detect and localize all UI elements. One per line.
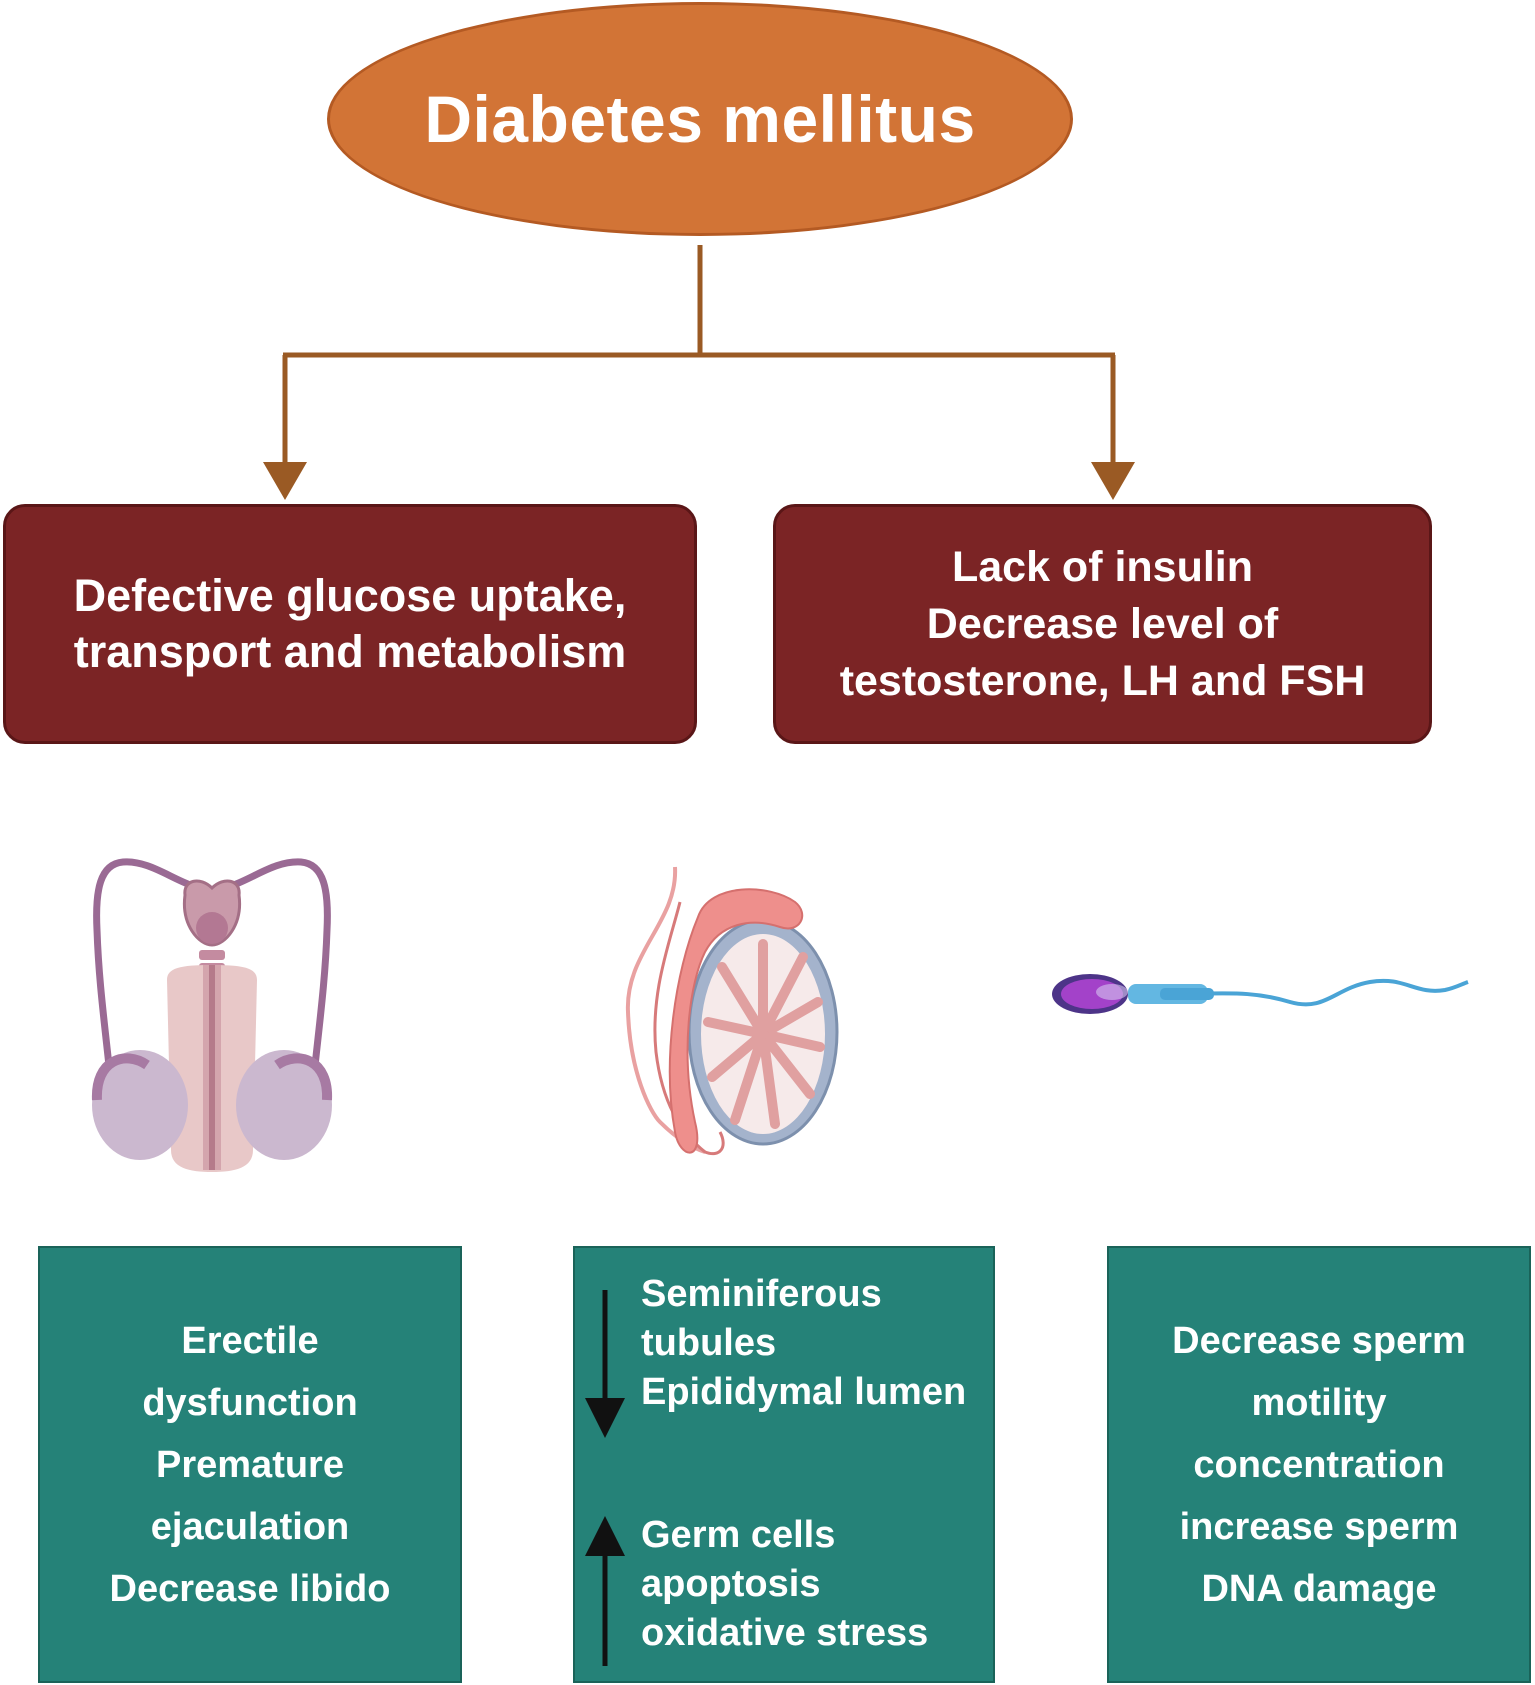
decrease-group: Seminiferous tubules Epididymal lumen [641, 1270, 966, 1417]
decrease-line-2: tubules [641, 1322, 777, 1364]
effect-3-line-5: DNA damage [1201, 1567, 1437, 1610]
effect-1-line-3: Premature [156, 1443, 344, 1486]
cause-left-line-2: transport and metabolism [73, 626, 627, 677]
sperm-cell-icon [1052, 974, 1469, 1014]
effect-1-line-4: ejaculation [150, 1505, 350, 1548]
effect-1-line-5: Decrease libido [109, 1567, 391, 1610]
cause-right-line-1: Lack of insulin [951, 542, 1254, 591]
cause-box-glucose: Defective glucose uptake, transport and … [3, 504, 697, 744]
effect-box-erectile: Erectile dysfunction Premature ejaculati… [38, 1246, 462, 1683]
male-reproductive-system-icon [91, 858, 333, 1172]
decrease-line-1: Seminiferous [641, 1273, 882, 1315]
cause-right-line-2: Decrease level of [926, 599, 1279, 648]
arrowhead-right [1091, 462, 1135, 500]
down-arrow-icon [585, 1290, 625, 1438]
increase-line-1: Germ cells [641, 1514, 836, 1556]
effect-box-sperm: Decrease sperm motility concentration in… [1107, 1246, 1531, 1683]
cause-box-hormones: Lack of insulin Decrease level of testos… [773, 504, 1432, 744]
root-node-diabetes: Diabetes mellitus [327, 2, 1073, 236]
effect-3-line-2: motility [1251, 1381, 1387, 1424]
cause-left-line-1: Defective glucose uptake, [73, 570, 627, 621]
increase-line-2: apoptosis [641, 1563, 821, 1605]
up-arrow-icon [585, 1516, 625, 1666]
increase-group: Germ cells apoptosis oxidative stress [641, 1511, 928, 1658]
effect-box-testicular: Seminiferous tubules Epididymal lumen Ge… [573, 1246, 995, 1683]
arrowhead-left [263, 462, 307, 500]
effect-3-line-3: concentration [1193, 1443, 1445, 1486]
increase-line-3: oxidative stress [641, 1612, 929, 1654]
decrease-line-3: Epididymal lumen [641, 1371, 967, 1413]
effect-1-line-1: Erectile [181, 1319, 319, 1362]
effect-3-line-4: increase sperm [1179, 1505, 1459, 1548]
connector-arrows [263, 245, 1135, 500]
root-label: Diabetes mellitus [424, 82, 976, 156]
testis-cross-section-icon [625, 866, 839, 1156]
cause-right-line-3: testosterone, LH and FSH [839, 656, 1366, 705]
effect-3-line-1: Decrease sperm [1172, 1319, 1466, 1362]
effect-1-line-2: dysfunction [142, 1381, 358, 1424]
